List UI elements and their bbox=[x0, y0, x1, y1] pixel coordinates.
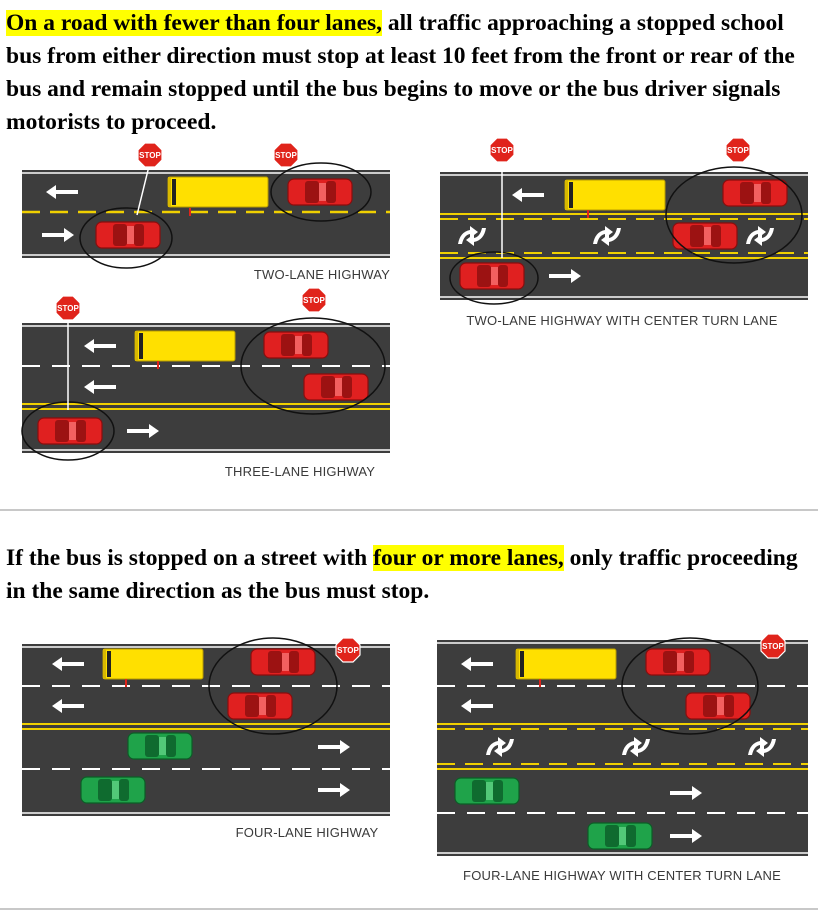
stop-sign-text: STOP bbox=[275, 151, 297, 160]
bottom-divider bbox=[0, 908, 818, 910]
section-divider bbox=[0, 509, 818, 511]
caption-four-lane: FOUR-LANE HIGHWAY bbox=[236, 825, 379, 840]
diagram-two-lane-center-turn: STOP STOP TWO-LANE HIGHWAY WITH CENTER T… bbox=[440, 137, 808, 328]
highlight-four-or-more-lanes: four or more lanes, bbox=[373, 545, 564, 571]
highlight-fewer-than-four-lanes: On a road with fewer than four lanes, bbox=[6, 10, 383, 36]
caption-three-lane: THREE-LANE HIGHWAY bbox=[225, 464, 375, 479]
stop-sign-text: STOP bbox=[337, 646, 359, 655]
diagram-four-lane-highway: STOP FOUR-LANE HIGHWAY bbox=[22, 637, 390, 840]
caption-two-lane-turn: TWO-LANE HIGHWAY WITH CENTER TURN LANE bbox=[466, 313, 777, 328]
rule-text-end: only traffic proceeding in the same dire… bbox=[6, 545, 798, 604]
stop-sign-text: STOP bbox=[303, 296, 325, 305]
rule-fewer-than-four-lanes: On a road with fewer than four lanes, al… bbox=[6, 7, 812, 139]
diagram-four-lane-center-turn: STOP FOUR-LANE HIGHWAY WITH CENTER TURN … bbox=[437, 633, 808, 883]
stop-sign-text: STOP bbox=[57, 304, 79, 313]
rule-text: all traffic approaching a stopped school… bbox=[6, 10, 795, 135]
diagram-two-lane-highway: STOP STOP TWO-LANE HIGHWAY bbox=[22, 142, 390, 282]
caption-two-lane: TWO-LANE HIGHWAY bbox=[254, 267, 390, 282]
stop-sign-text: STOP bbox=[139, 151, 161, 160]
rule-text-start: If the bus is stopped on a street with bbox=[6, 545, 374, 571]
diagram-three-lane-highway: STOP STOP THREE-LANE HIGHWAY bbox=[21, 287, 390, 479]
stop-sign-text: STOP bbox=[491, 146, 513, 155]
stop-sign-text: STOP bbox=[727, 146, 749, 155]
caption-four-lane-turn: FOUR-LANE HIGHWAY WITH CENTER TURN LANE bbox=[463, 868, 781, 883]
stop-sign-text: STOP bbox=[762, 642, 784, 651]
rule-four-or-more-lanes: If the bus is stopped on a street with f… bbox=[6, 542, 816, 608]
